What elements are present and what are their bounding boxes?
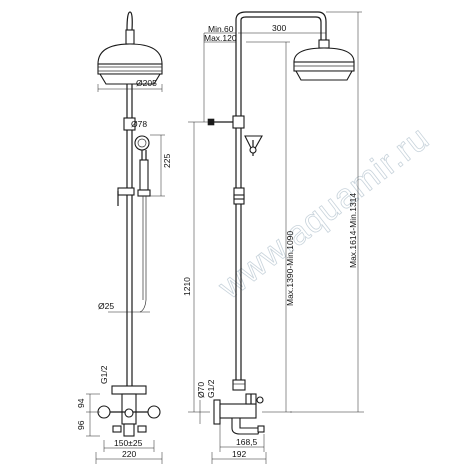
hand-shower-side — [244, 135, 263, 156]
holder-bracket — [117, 187, 135, 196]
dim-height-96: 96 — [76, 420, 86, 430]
shower-head-side — [293, 39, 355, 81]
dim-total-width: 220 — [122, 449, 136, 459]
dim-arm-length: 300 — [272, 23, 286, 33]
dim-min-60: Min.60 — [208, 24, 234, 34]
dim-max-120: Max.120 — [204, 33, 237, 43]
diverter-knob-icon — [124, 408, 134, 418]
dim-centers: 150±25 — [114, 438, 143, 448]
dim-total-depth: 192 — [232, 449, 246, 459]
dim-outlet-diameter: Ø70 — [196, 382, 206, 398]
slide-clamp — [123, 117, 136, 131]
dim-spout-168: 168,5 — [236, 437, 258, 447]
side-view: 300 Min.60 Max.120 1210 Max.1390-Min.109… — [182, 11, 364, 464]
dim-height-1390-1090: Max.1390-Min.1090 — [285, 231, 295, 306]
right-handle-icon — [147, 405, 161, 419]
dim-inlet-thread: G1/2 — [99, 365, 109, 384]
dim-height-1210: 1210 — [182, 277, 192, 296]
mixer-side — [213, 379, 265, 435]
side-slide-clamp — [232, 115, 245, 129]
dim-handshower-diameter: Ø78 — [131, 119, 147, 129]
shower-head-front — [97, 43, 163, 85]
dim-height-1614-1314: Max.1614-Min.1314 — [348, 193, 358, 268]
watermark-text: www.aquamir.ru — [211, 119, 437, 307]
dim-outlet-thread: G1/2 — [206, 379, 216, 398]
dim-head-diameter: Ø205 — [136, 78, 157, 88]
spout — [231, 417, 261, 435]
front-view: Ø205 Ø78 225 Ø25 G1/2 — [76, 11, 172, 464]
hose — [139, 196, 147, 313]
dim-height-94: 94 — [76, 398, 86, 408]
mixer-front — [97, 385, 161, 437]
hand-shower-front — [134, 135, 151, 197]
dim-pipe-diameter: Ø25 — [98, 301, 114, 311]
dim-holder-height: 225 — [162, 154, 172, 168]
